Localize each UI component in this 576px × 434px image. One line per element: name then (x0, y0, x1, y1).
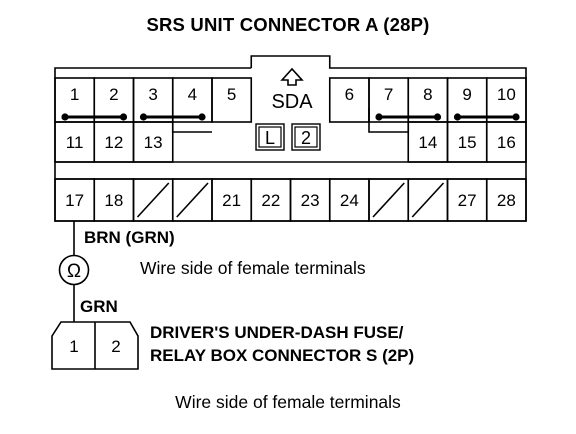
terminal-label: 13 (144, 133, 163, 152)
unused-terminal-slash (176, 182, 209, 218)
center-id-label: L (265, 128, 275, 148)
terminal-label: 28 (497, 191, 516, 210)
ohmmeter-probe: Ω (58, 221, 90, 322)
center-id-box (291, 123, 321, 151)
terminal-label: 15 (458, 133, 477, 152)
housing-step (171, 122, 212, 133)
terminal-label: 6 (345, 85, 354, 104)
terminal-label: 27 (458, 191, 477, 210)
connector-a-title: SRS UNIT CONNECTOR A (28P) (146, 14, 430, 35)
terminal-label: 2 (109, 85, 118, 104)
terminal-label: 12 (104, 133, 123, 152)
shorting-bar-end (139, 113, 148, 121)
terminal-label: 16 (497, 133, 516, 152)
terminal-label: 23 (301, 191, 320, 210)
unused-terminal-slash (411, 182, 445, 218)
center-id-box-inner (294, 126, 318, 148)
connector-s-name-line1: DRIVER'S UNDER-DASH FUSE/ (150, 323, 404, 342)
terminal-label: 10 (497, 85, 516, 104)
wire-color-upper: BRN (GRN) (84, 228, 175, 247)
center-id-box-inner (258, 126, 282, 148)
unused-terminal-slash (372, 182, 405, 218)
unused-terminal-slash (136, 182, 170, 218)
shorting-bar-end (453, 113, 462, 121)
terminal-label: 14 (418, 133, 437, 152)
terminal-label: 8 (423, 85, 432, 104)
terminal-label: 18 (104, 191, 123, 210)
shorting-bar-end (375, 113, 383, 121)
terminal-cell (132, 121, 174, 163)
terminal-label: 3 (148, 85, 157, 104)
shorting-bar-end (512, 113, 520, 121)
terminal-label: 7 (384, 85, 393, 104)
key-arrow-icon (280, 67, 304, 86)
terminal-label: 5 (227, 85, 236, 104)
shorting-bar-end (61, 113, 69, 121)
terminal-label: 21 (222, 191, 241, 210)
connector-s-pin-label: 1 (69, 337, 78, 356)
center-id-box (255, 123, 285, 151)
terminal-cell (485, 178, 527, 222)
terminal-label: 11 (66, 133, 84, 152)
shorting-bar-end (119, 113, 128, 121)
ohmmeter-icon (58, 254, 90, 286)
shorting-bar-end (433, 113, 442, 121)
wire-side-note-1: Wire side of female terminals (140, 258, 366, 278)
center-id-label: 2 (301, 128, 311, 148)
terminal-label: 4 (188, 85, 197, 104)
connector-s-name-line2: RELAY BOX CONNECTOR S (2P) (150, 346, 415, 365)
terminal-label: 9 (462, 85, 471, 104)
connector-s-pin-label: 2 (111, 337, 120, 356)
housing-step (368, 108, 409, 133)
wire-side-note-2: Wire side of female terminals (175, 392, 401, 412)
terminal-label: 1 (70, 85, 79, 104)
sda-label: SDA (271, 91, 313, 113)
connector-s-outline (51, 321, 139, 370)
shorting-bar-end (198, 113, 206, 121)
wire-color-lower: GRN (80, 297, 118, 316)
terminal-cell (485, 121, 527, 163)
terminal-label: 17 (65, 191, 84, 210)
ohm-symbol: Ω (67, 261, 81, 282)
terminal-label: 24 (340, 191, 359, 210)
terminal-cell (211, 77, 253, 123)
terminal-label: 22 (261, 191, 280, 210)
